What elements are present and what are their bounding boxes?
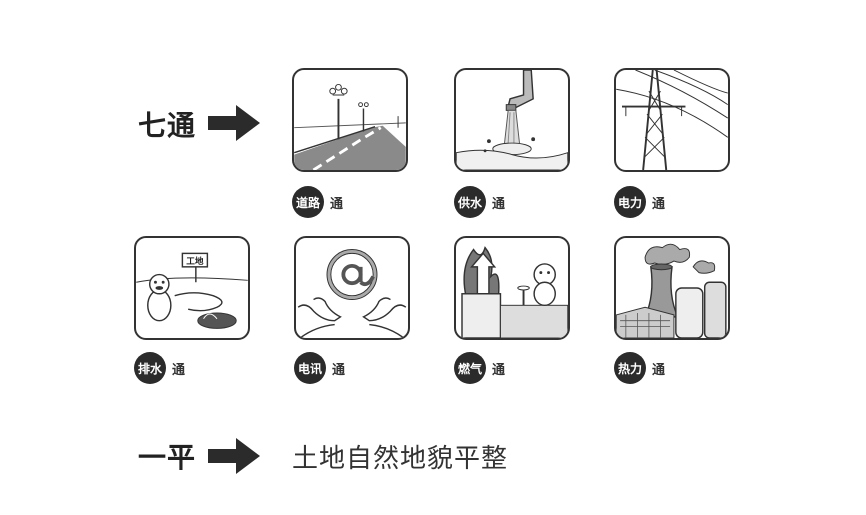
gas-flame-icon bbox=[461, 246, 568, 338]
power-suffix: 通 bbox=[652, 196, 666, 212]
heat-tile bbox=[614, 236, 730, 340]
leveling-description: 土地自然地貌平整 bbox=[292, 444, 509, 474]
drainage-icon: 工地 bbox=[136, 252, 248, 329]
gas-caption: 燃气 通 bbox=[454, 352, 505, 384]
road-badge: 道路 bbox=[292, 186, 324, 218]
site-sign-text: 工地 bbox=[186, 255, 204, 267]
row-label-seven: 七通 bbox=[138, 109, 197, 142]
road-icon bbox=[294, 83, 406, 170]
telecom-at-icon bbox=[297, 249, 407, 338]
water-supply-tile bbox=[454, 68, 570, 172]
drainage-caption: 排水 通 bbox=[134, 352, 185, 384]
water-supply-badge: 供水 bbox=[454, 186, 486, 218]
water-supply-suffix: 通 bbox=[492, 196, 506, 212]
arrow-right-icon bbox=[208, 105, 260, 141]
drainage-tile: 工地 bbox=[134, 236, 250, 340]
heat-suffix: 通 bbox=[652, 362, 666, 378]
drainage-suffix: 通 bbox=[172, 362, 186, 378]
road-caption: 道路 通 bbox=[292, 186, 343, 218]
heat-badge: 热力 bbox=[614, 352, 646, 384]
power-tile bbox=[614, 68, 730, 172]
heat-plant-icon bbox=[616, 243, 727, 338]
gas-badge: 燃气 bbox=[454, 352, 486, 384]
power-badge: 电力 bbox=[614, 186, 646, 218]
power-tower-icon bbox=[616, 70, 728, 170]
power-caption: 电力 通 bbox=[614, 186, 665, 218]
telecom-suffix: 通 bbox=[332, 362, 346, 378]
water-faucet-icon bbox=[456, 70, 568, 170]
gas-tile bbox=[454, 236, 570, 340]
heat-caption: 热力 通 bbox=[614, 352, 665, 384]
telecom-badge: 电讯 bbox=[294, 352, 326, 384]
telecom-tile bbox=[294, 236, 410, 340]
telecom-caption: 电讯 通 bbox=[294, 352, 345, 384]
drainage-badge: 排水 bbox=[134, 352, 166, 384]
row-label-one: 一平 bbox=[138, 441, 197, 474]
gas-suffix: 通 bbox=[492, 362, 506, 378]
road-tile bbox=[292, 68, 408, 172]
arrow-right-icon bbox=[208, 438, 260, 474]
water-supply-caption: 供水 通 bbox=[454, 186, 505, 218]
road-suffix: 通 bbox=[330, 196, 344, 212]
